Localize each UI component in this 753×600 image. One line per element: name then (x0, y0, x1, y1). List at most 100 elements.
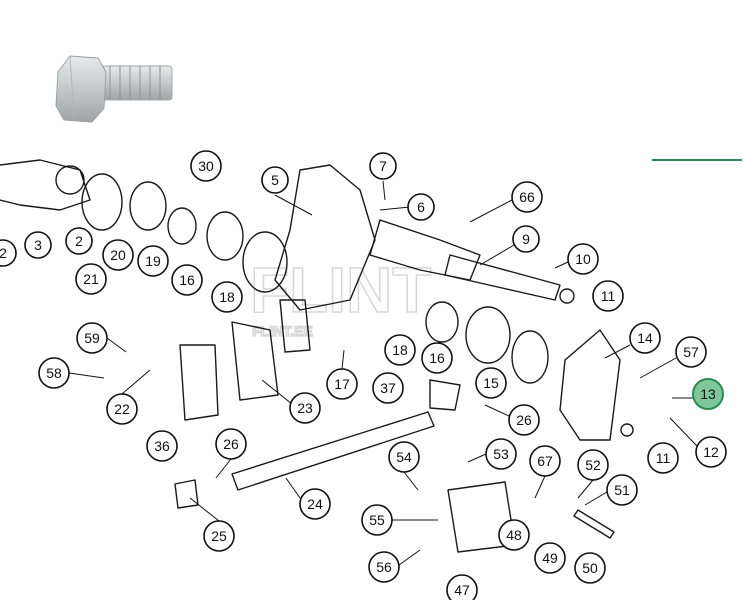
callout-67[interactable]: 67 (529, 445, 561, 477)
callout-16[interactable]: 16 (421, 342, 453, 374)
bracket-36 (179, 344, 219, 421)
plate-23 (231, 321, 279, 401)
callout-48[interactable]: 48 (498, 519, 530, 551)
callout-49[interactable]: 49 (534, 542, 566, 574)
callout-22[interactable]: 22 (106, 393, 138, 425)
callout-circle (211, 281, 243, 313)
callout-label: 25 (211, 528, 227, 544)
pin-50 (573, 509, 615, 539)
callout-52[interactable]: 52 (577, 449, 609, 481)
callout-circle (512, 225, 540, 253)
callout-19[interactable]: 19 (137, 245, 169, 277)
callout-37[interactable]: 37 (372, 372, 404, 404)
callout-54[interactable]: 54 (388, 441, 420, 473)
callout-circle (372, 372, 404, 404)
callout-30[interactable]: 30 (190, 150, 222, 182)
callout-label: 6 (417, 199, 425, 215)
callout-25[interactable]: 25 (203, 520, 235, 552)
shaft-9 (444, 254, 561, 301)
callout-circle (106, 393, 138, 425)
callout-11[interactable]: 11 (592, 280, 624, 312)
callout-13[interactable]: 13 (692, 378, 724, 410)
leader-lines (68, 180, 698, 566)
callout-label: 14 (637, 330, 653, 346)
callout-17[interactable]: 17 (326, 368, 358, 400)
plate-upper (279, 299, 311, 353)
callout-circle (592, 280, 624, 312)
callout-circle (38, 357, 70, 389)
callout-label: 10 (575, 251, 591, 267)
callout-10[interactable]: 10 (567, 243, 599, 275)
callout-23[interactable]: 23 (289, 392, 321, 424)
callout-51[interactable]: 51 (606, 474, 638, 506)
callout-circle (647, 442, 679, 474)
callout-label: 22 (114, 401, 130, 417)
callout-label: 47 (454, 582, 470, 598)
callout-circle (485, 438, 517, 470)
callout-6[interactable]: 6 (407, 193, 435, 221)
seal-ring-21 (81, 173, 123, 231)
ring-19 (167, 207, 197, 245)
callout-label: 17 (334, 376, 350, 392)
callout-label: 36 (154, 438, 170, 454)
callout-label: 49 (542, 550, 558, 566)
callout-36[interactable]: 36 (146, 430, 178, 462)
callout-26[interactable]: 26 (508, 404, 540, 436)
callout-9[interactable]: 9 (512, 225, 540, 253)
callout-66[interactable]: 66 (511, 181, 543, 213)
callout-label: 7 (379, 158, 387, 174)
callout-7[interactable]: 7 (369, 152, 397, 180)
callout-circle (368, 551, 400, 583)
callout-label: 21 (83, 271, 99, 287)
callout-50[interactable]: 50 (574, 552, 606, 584)
callout-20[interactable]: 20 (102, 239, 134, 271)
callout-47[interactable]: 47 (446, 574, 478, 600)
callout-26[interactable]: 26 (215, 428, 247, 460)
callout-label: 24 (307, 496, 323, 512)
callout-2[interactable]: 2 (0, 239, 17, 267)
callout-circle (695, 436, 727, 468)
callout-circle (498, 519, 530, 551)
callout-59[interactable]: 59 (76, 322, 108, 354)
bolt-thumbnail[interactable] (55, 55, 173, 123)
callout-12[interactable]: 12 (695, 436, 727, 468)
clamp-25 (174, 479, 199, 509)
callout-24[interactable]: 24 (299, 488, 331, 520)
callout-circle (475, 367, 507, 399)
callout-label: 19 (145, 253, 161, 269)
callout-56[interactable]: 56 (368, 551, 400, 583)
callout-16[interactable]: 16 (171, 264, 203, 296)
callout-18[interactable]: 18 (384, 334, 416, 366)
callout-circle (326, 368, 358, 400)
callout-15[interactable]: 15 (475, 367, 507, 399)
arm-5 (274, 164, 376, 311)
callout-circle (137, 245, 169, 277)
callout-circle (65, 227, 93, 255)
callout-11[interactable]: 11 (647, 442, 679, 474)
callout-circle (0, 239, 17, 267)
callout-circle (421, 342, 453, 374)
callout-57[interactable]: 57 (675, 336, 707, 368)
shaft-24 (231, 411, 435, 491)
callout-21[interactable]: 21 (75, 263, 107, 295)
ring-11-top (559, 288, 575, 304)
callout-58[interactable]: 58 (38, 357, 70, 389)
callout-label: 23 (297, 400, 313, 416)
callout-label: 16 (429, 350, 445, 366)
callout-2[interactable]: 2 (65, 227, 93, 255)
callout-18[interactable]: 18 (211, 281, 243, 313)
callout-3[interactable]: 3 (24, 231, 52, 259)
callout-circle (299, 488, 331, 520)
callout-circle (692, 378, 724, 410)
callout-14[interactable]: 14 (629, 322, 661, 354)
callout-5[interactable]: 5 (261, 166, 289, 194)
callout-label: 26 (223, 436, 239, 452)
callout-55[interactable]: 55 (361, 504, 393, 536)
callout-label: 18 (392, 342, 408, 358)
callout-circle (511, 181, 543, 213)
callout-circle (508, 404, 540, 436)
callout-53[interactable]: 53 (485, 438, 517, 470)
callout-label: 2 (0, 245, 7, 261)
callout-circle (574, 552, 606, 584)
callout-label: 57 (683, 344, 699, 360)
